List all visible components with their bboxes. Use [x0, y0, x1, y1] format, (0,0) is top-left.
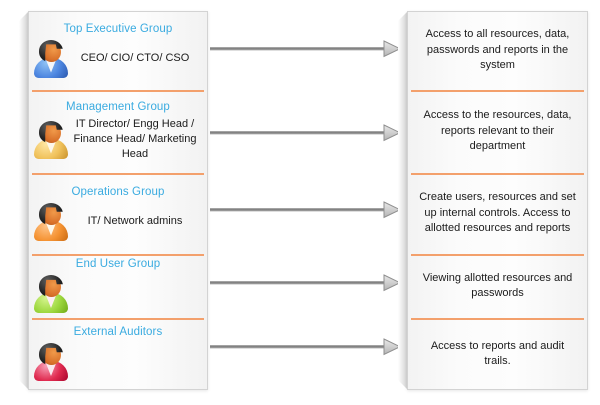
group-title: End User Group [75, 258, 161, 270]
right-panel-face [407, 11, 588, 390]
group-title: Management Group [66, 101, 170, 113]
arrow-management [210, 124, 402, 142]
access-row-operations[interactable]: Create users, resources and set up inter… [407, 173, 588, 254]
avatar-icon-gold [32, 120, 70, 160]
left-panel-3d-edge [19, 11, 29, 390]
access-description: Viewing allotted resources and passwords [422, 271, 573, 300]
group-row-management[interactable]: Management Group IT Director/ Engg Head … [28, 90, 208, 173]
access-description: Access to the resources, data, reports r… [423, 109, 572, 153]
access-description: Create users, resources and set up inter… [419, 191, 576, 235]
avatar-icon-red [32, 342, 70, 382]
group-members-label: CEO/ CIO/ CTO/ CSO [80, 52, 190, 64]
right-panel-3d-edge [398, 11, 408, 390]
access-row-external-auditors[interactable]: Access to reports and audit trails. [407, 318, 588, 390]
avatar-icon-green [32, 274, 70, 314]
avatar-icon-orange [32, 202, 70, 242]
arrow-operations [210, 201, 402, 219]
avatar-icon-blue [32, 39, 70, 79]
access-row-top-executive[interactable]: Access to all resources, data, passwords… [407, 11, 588, 90]
group-row-end-user[interactable]: End User Group [28, 254, 208, 318]
group-row-operations[interactable]: Operations Group IT/ Network admins [28, 173, 208, 254]
group-title: Operations Group [71, 185, 165, 198]
group-title: Top Executive Group [63, 22, 173, 35]
arrow-external-auditors [210, 338, 402, 356]
group-members-label: IT Director/ Engg Head / Finance Head/ M… [73, 118, 197, 160]
access-description: Access to all resources, data, passwords… [425, 28, 570, 72]
group-members-label: IT/ Network admins [87, 215, 183, 227]
arrow-end-user [210, 274, 402, 292]
group-title: External Auditors [73, 326, 163, 338]
access-rights-panel: Access to all resources, data, passwords… [398, 11, 588, 390]
group-row-external-auditors[interactable]: External Auditors [28, 318, 208, 390]
access-description: Access to reports and audit trails. [430, 339, 565, 368]
group-row-top-executive[interactable]: Top Executive Group CEO/ CIO/ CTO/ CSO [28, 11, 208, 90]
access-row-end-user[interactable]: Viewing allotted resources and passwords [407, 254, 588, 318]
arrow-top-executive [210, 40, 402, 58]
access-row-management[interactable]: Access to the resources, data, reports r… [407, 90, 588, 173]
user-groups-panel: Top Executive Group CEO/ CIO/ CTO/ CSO M… [19, 11, 208, 390]
